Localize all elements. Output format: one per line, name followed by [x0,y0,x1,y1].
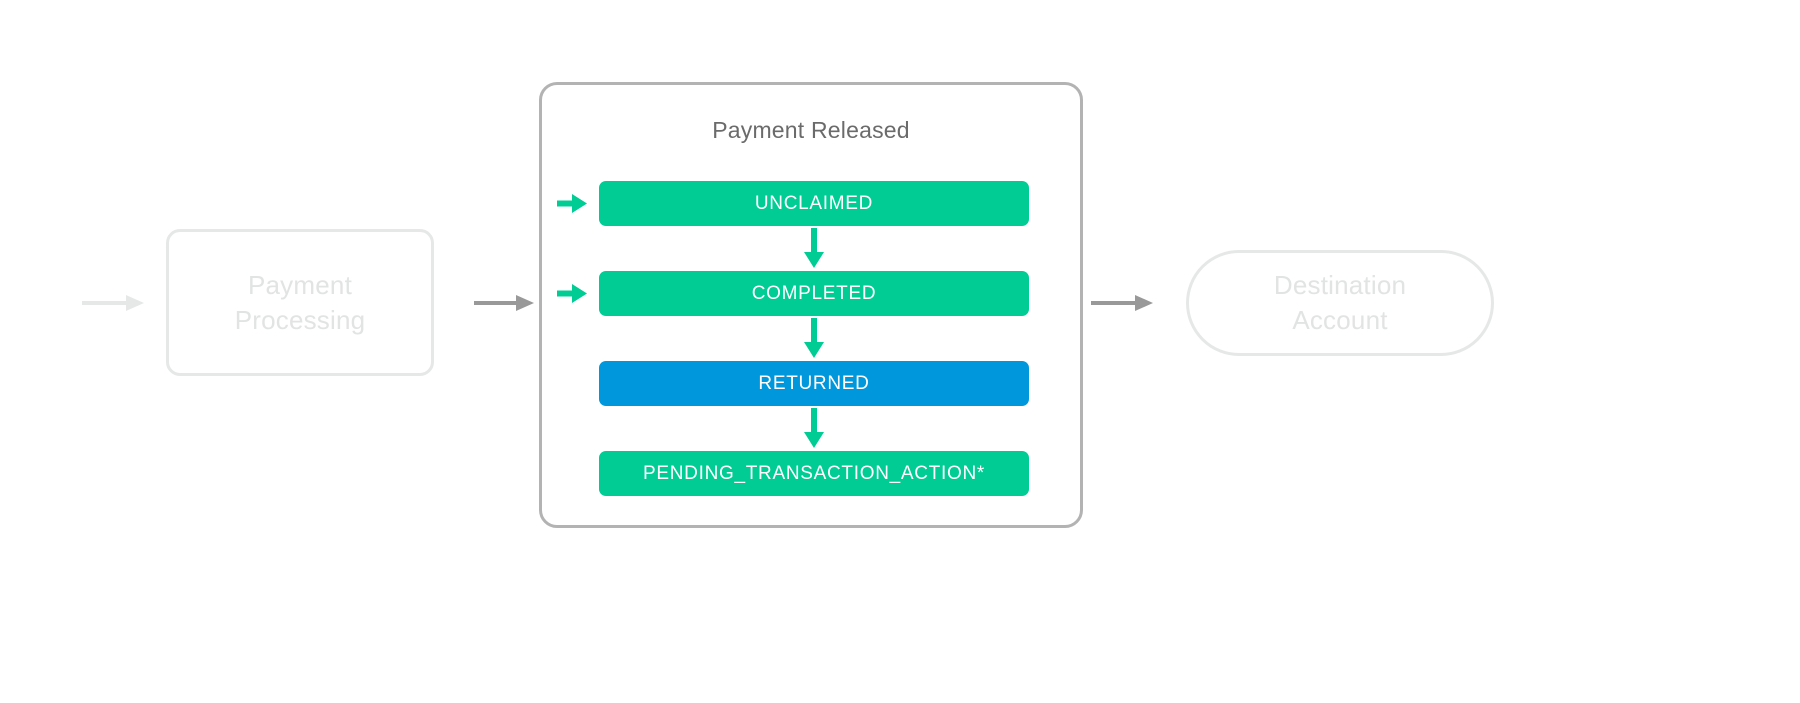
state-entry-arrow-icon [557,194,587,213]
node-payment-processing-line2: Processing [234,304,366,335]
arrow-released-to-destination-icon [1091,295,1153,311]
arrow-down-icon [804,318,824,358]
state-entry-arrow-icon [557,284,587,303]
state-bar-unclaimed[interactable]: UNCLAIMED [599,181,1029,226]
node-payment-processing-line1: Payment [247,269,352,300]
state-connector [599,316,1029,361]
state-bar-pending-transaction-action[interactable]: PENDING_TRANSACTION_ACTION* [599,451,1029,496]
node-destination-account: Destination Account [1186,250,1494,356]
entry-arrow-icon [82,295,144,311]
node-destination-account-line2: Account [1292,305,1388,335]
node-destination-account-line1: Destination [1273,270,1407,300]
state-bar-completed[interactable]: COMPLETED [599,271,1029,316]
state-list: UNCLAIMED COMPLETED [557,181,1029,496]
state-row: COMPLETED [557,271,1029,316]
arrow-down-icon [804,228,824,268]
state-bar-returned[interactable]: RETURNED [599,361,1029,406]
group-payment-released: Payment Released UNCLAIMED [539,82,1083,528]
state-label: UNCLAIMED [754,192,874,214]
state-connector [599,226,1029,271]
node-payment-processing-label: Payment Processing [235,268,366,338]
state-connector [599,406,1029,451]
node-payment-processing: Payment Processing [166,229,434,376]
state-row: UNCLAIMED [557,181,1029,226]
arrow-down-icon [804,408,824,448]
state-row: PENDING_TRANSACTION_ACTION* [599,451,1029,496]
node-destination-account-label: Destination Account [1274,268,1406,338]
arrow-processing-to-released-icon [474,295,534,311]
state-row: RETURNED [599,361,1029,406]
state-label: RETURNED [758,372,870,394]
state-label: COMPLETED [751,282,877,304]
group-payment-released-title: Payment Released [712,117,910,143]
state-label: PENDING_TRANSACTION_ACTION* [643,462,985,484]
